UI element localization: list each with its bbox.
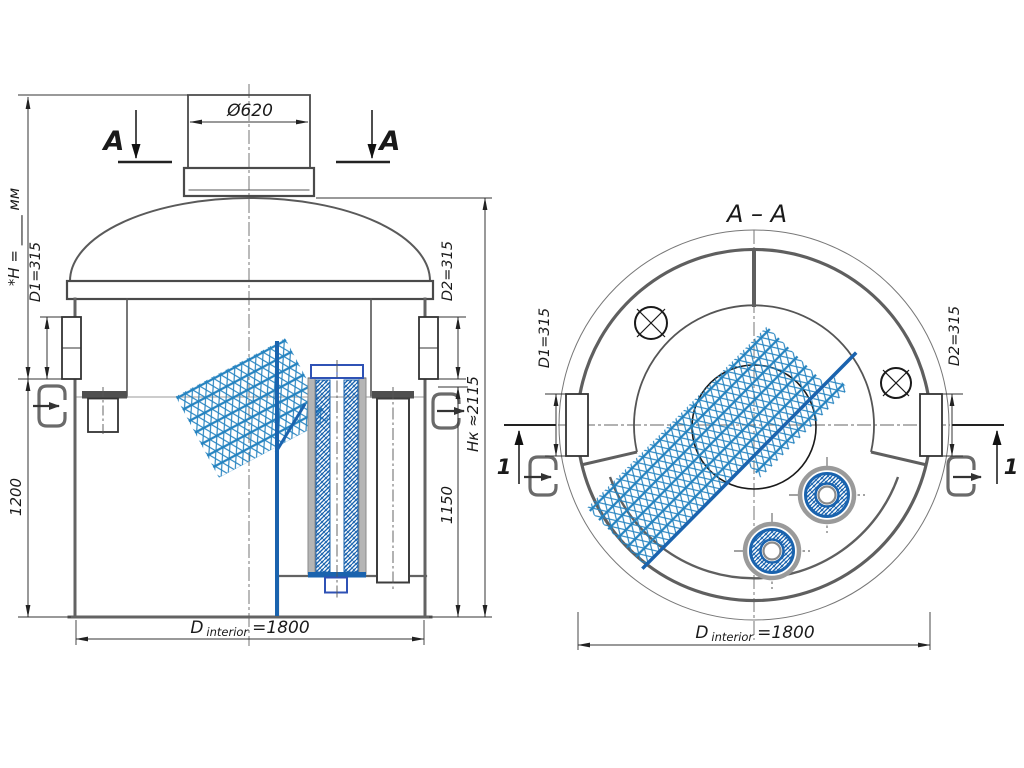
- section-cut-marker-right: A: [336, 110, 401, 164]
- plan-dim-d-subscript: interior: [711, 630, 754, 644]
- filter-column: [307, 360, 367, 600]
- dim-d-subscript: interior: [206, 625, 249, 639]
- dim-outlet-label: D2=315: [440, 241, 456, 301]
- plane-marker-left: 1: [497, 424, 556, 484]
- dim-neck-label: Ø620: [226, 101, 273, 121]
- dim-1150-label: 1150: [438, 486, 456, 524]
- outlet-standpipe: [372, 387, 414, 592]
- dim-d-symbol: D: [190, 618, 203, 638]
- plan-outflow-icon: [946, 455, 976, 497]
- weir-chamfer-right: [870, 450, 928, 467]
- plan-dim-d-value: =1800: [757, 623, 815, 643]
- plan-dim-outlet-label: D2=315: [947, 306, 963, 366]
- section-letter-right: A: [378, 126, 401, 157]
- outflow-icon: [431, 392, 461, 430]
- neck-collar: [182, 166, 316, 198]
- dim-inlet-label: D1=315: [28, 242, 44, 302]
- plan-outlet-nozzle: [919, 393, 943, 457]
- dome-arc: [68, 197, 432, 283]
- plan-dim-inlet-label: D1=315: [537, 308, 553, 368]
- mesh-support-edge: [641, 351, 858, 570]
- inlet-nozzle: [61, 316, 82, 380]
- plan-dimensions: [545, 393, 963, 650]
- front-view: A A: [5, 84, 492, 646]
- flange-ring: [65, 279, 435, 301]
- lug-icon-left: [634, 306, 668, 340]
- filter-media-left: [315, 379, 331, 573]
- weir-chamfer-left: [580, 450, 638, 467]
- lug-icon-right: [880, 367, 912, 399]
- mesh-strut: [274, 403, 307, 453]
- section-letter-left: A: [102, 126, 125, 157]
- section-title: A – A: [725, 200, 787, 228]
- dim-d-value: =1800: [252, 618, 310, 638]
- dim-overall-height-label: *H = ____ мм: [5, 188, 24, 286]
- plane-number-left: 1: [497, 455, 512, 479]
- plan-dim-d-symbol: D: [695, 623, 708, 643]
- section-cut-marker-left: A: [102, 110, 172, 164]
- filter-media-right: [343, 379, 359, 573]
- cartridge-1: [789, 457, 865, 533]
- inlet-drop-pipe: [82, 387, 127, 437]
- filter-spigot: [324, 576, 348, 594]
- dim-hk-label: Hк ≈2115: [464, 376, 482, 452]
- dim-1200-label: 1200: [7, 478, 25, 516]
- cartridge-2: [734, 513, 810, 589]
- plan-inlet-nozzle: [565, 393, 589, 457]
- plan-coalescer-mesh: [586, 326, 858, 570]
- plane-number-right: 1: [1004, 455, 1019, 479]
- plane-marker-right: 1: [952, 424, 1019, 484]
- front-dimensions: [18, 94, 492, 645]
- outlet-nozzle: [418, 316, 439, 380]
- outer-flange-circle: [558, 229, 950, 621]
- manhole-neck: [187, 94, 311, 169]
- coalescer-mesh: [175, 338, 329, 478]
- wall-circle-top: [578, 247, 930, 395]
